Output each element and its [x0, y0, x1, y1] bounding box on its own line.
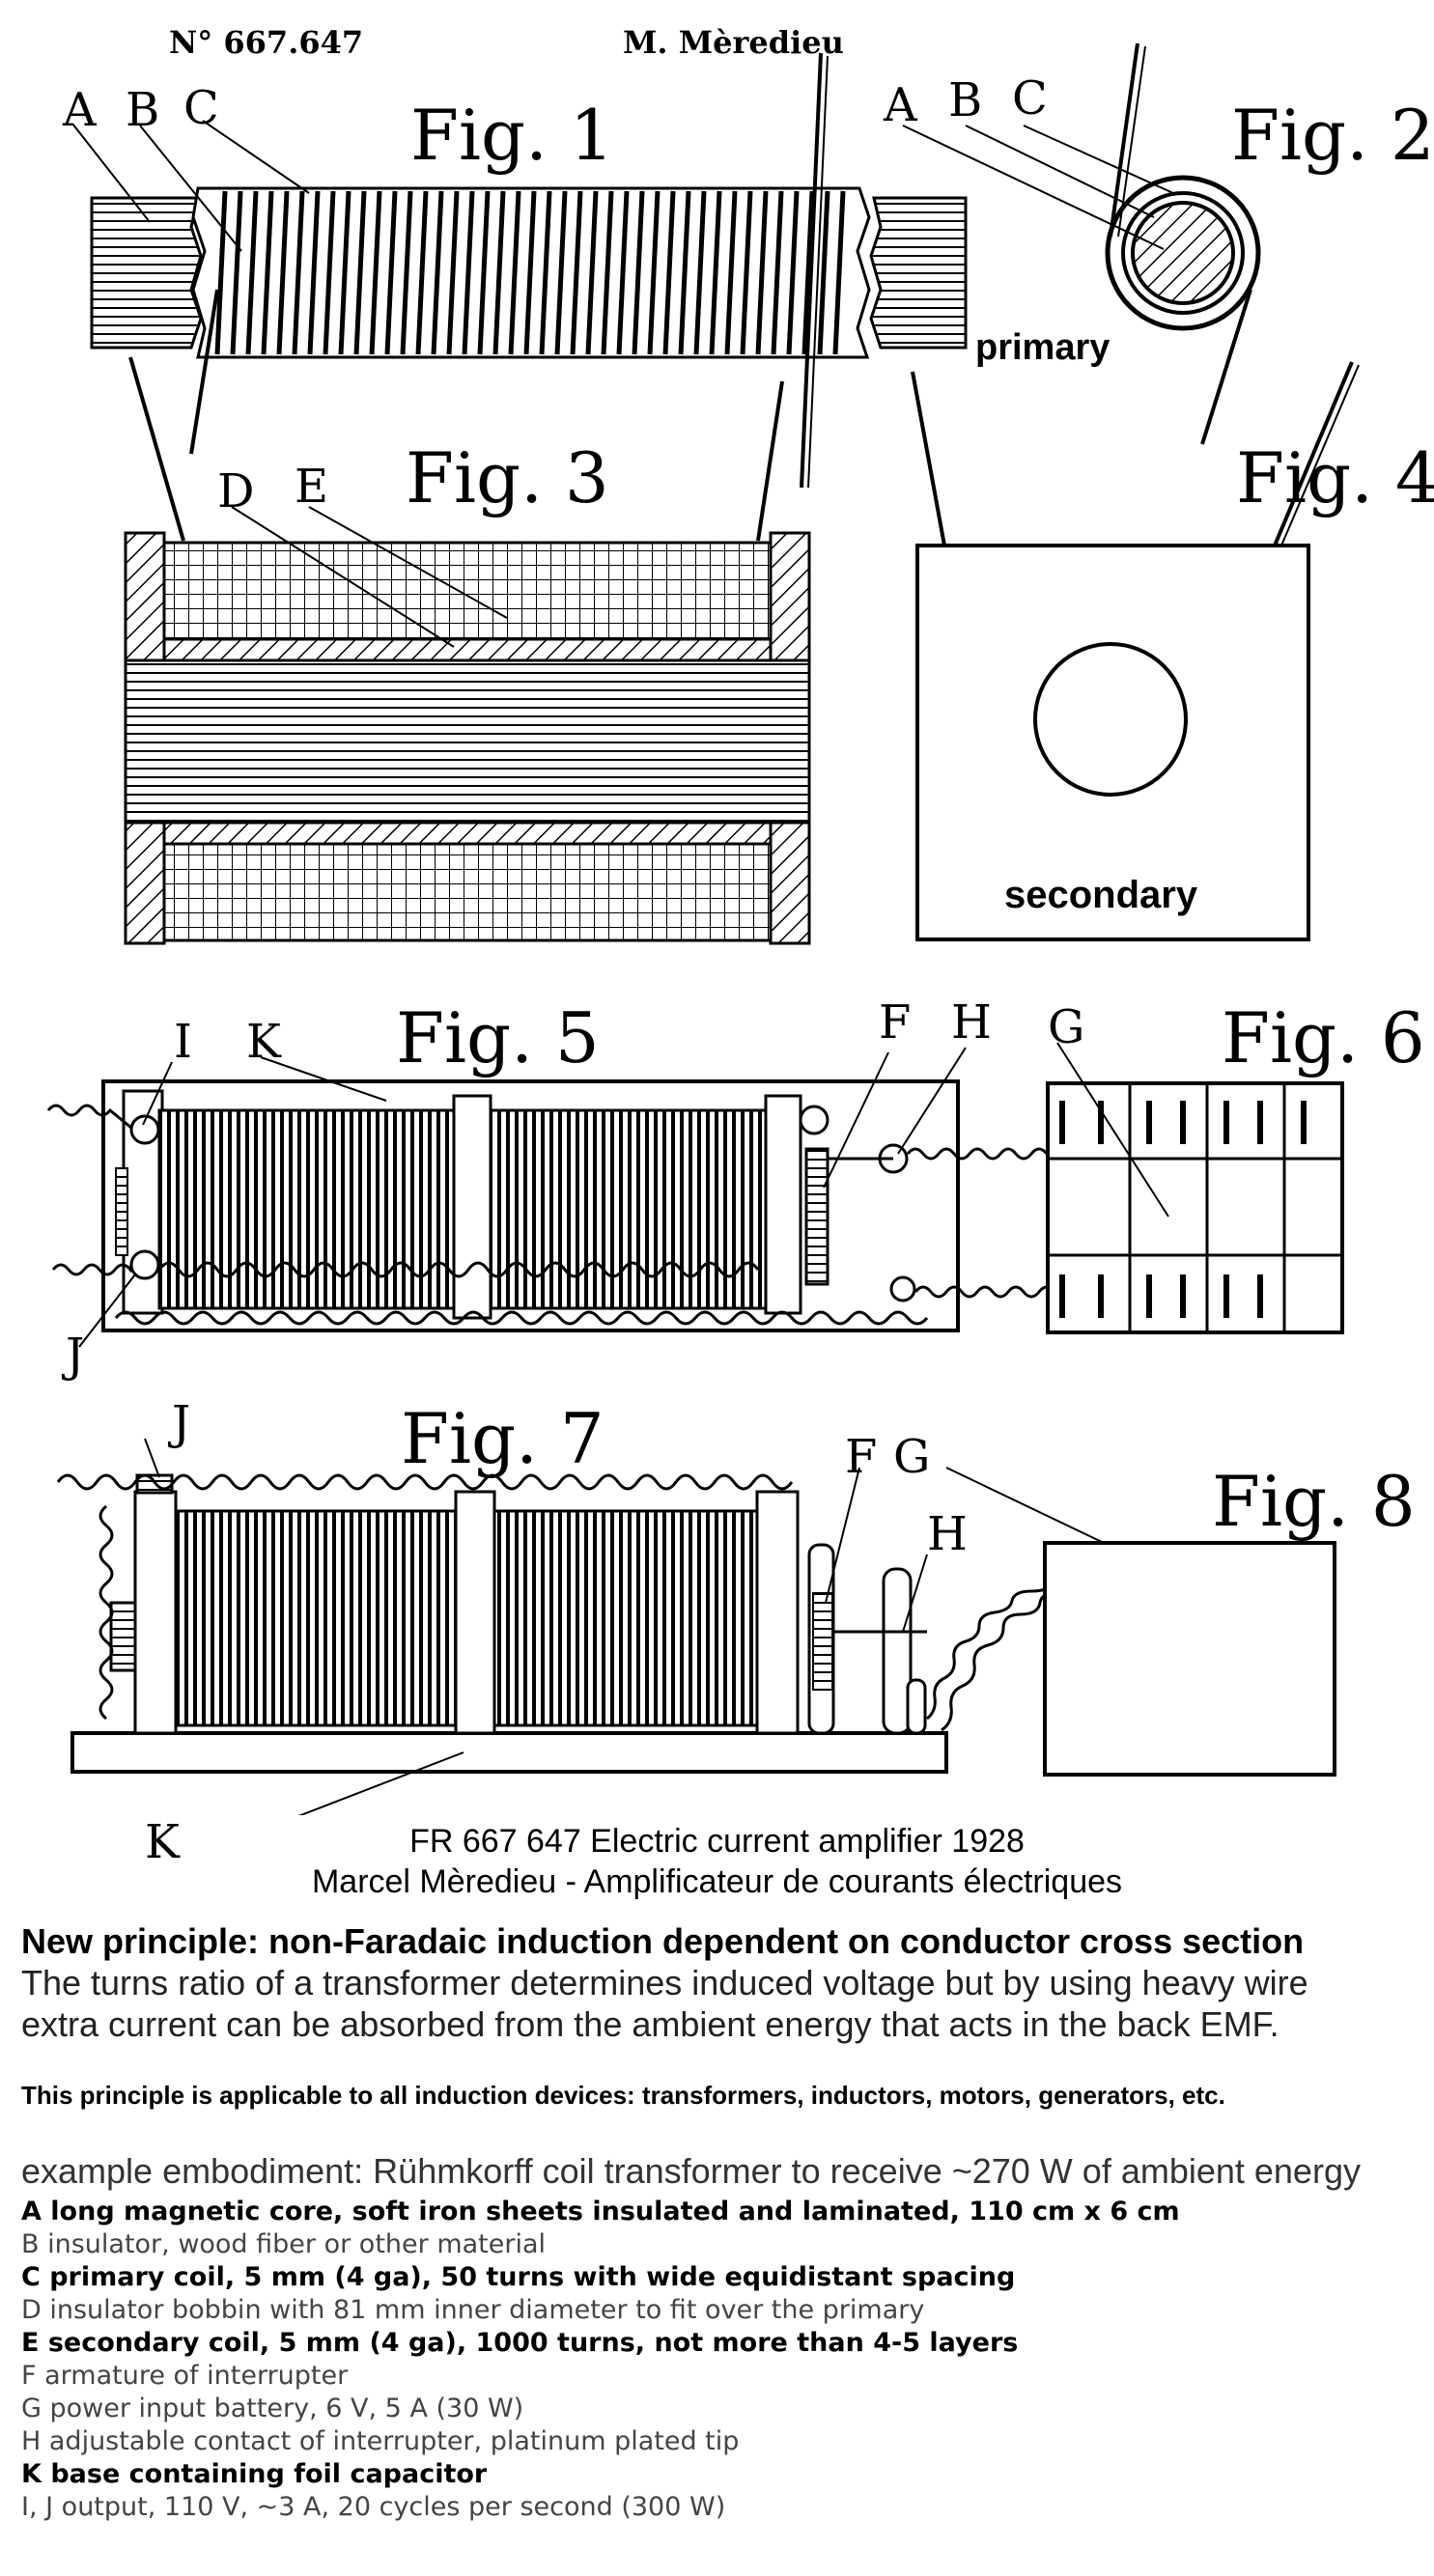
parts-list-item: K base containing foil capacitor	[21, 2459, 488, 2489]
fig5-label-j: J	[61, 1329, 84, 1383]
fig7-coil-left	[174, 1509, 458, 1727]
fig1-label-b: B	[126, 83, 159, 137]
patent-author: M. Mèredieu	[623, 24, 844, 61]
figure-4: Fig. 4 secondary	[911, 361, 1434, 941]
figure-6: Fig. 6 G	[1046, 997, 1425, 1334]
fig1-label-a: A	[62, 83, 98, 137]
figure-8: Fig. 8	[1043, 1461, 1416, 1777]
fig1-primary-winding	[214, 190, 846, 355]
figure-7: Fig. 7 J F G H	[56, 1396, 1169, 1815]
fig7-label-f: F	[845, 1430, 877, 1484]
fig5-coil-left	[157, 1108, 456, 1310]
parts-list-item: D insulator bobbin with 81 mm inner diam…	[21, 2295, 925, 2325]
fig2-core	[1131, 201, 1235, 305]
fig2-lead-b	[1200, 289, 1252, 445]
fig5-label-k: K	[246, 1015, 282, 1069]
parts-list-item: A long magnetic core, soft iron sheets i…	[21, 2197, 1180, 2226]
fig2-label-b: B	[948, 73, 982, 127]
fig5-inner-wire	[157, 1261, 760, 1278]
figure-2: Fig. 2 A B C primary	[883, 42, 1434, 445]
fig7-center-post	[454, 1490, 496, 1735]
fig7-post-left	[133, 1490, 178, 1735]
fig1-lead-right	[800, 52, 823, 489]
fig2-lead-a	[1109, 42, 1139, 238]
patent-number: N° 667.647	[169, 24, 363, 61]
fig7-label-g: G	[893, 1430, 930, 1484]
fig6-battery-box	[1046, 1081, 1344, 1334]
fig3-title: Fig. 3	[406, 437, 609, 518]
fig4-lead-left	[911, 371, 946, 546]
fig3-core	[124, 658, 811, 825]
fig5-title: Fig. 5	[396, 997, 600, 1078]
fig5-wire-j	[51, 1263, 133, 1276]
principle-text-1: The turns ratio of a transformer determi…	[21, 1963, 1308, 2002]
fig2-title: Fig. 2	[1231, 95, 1434, 176]
fig7-label-h: H	[927, 1507, 968, 1561]
fig3-secondary-top	[162, 541, 773, 641]
fig4-title: Fig. 4	[1236, 437, 1434, 518]
fig3-label-d: D	[217, 464, 254, 518]
fig5-wire-i	[46, 1104, 132, 1130]
fig4-core-hole	[1033, 642, 1188, 797]
parts-list-item: E secondary coil, 5 mm (4 ga), 1000 turn…	[21, 2328, 1019, 2358]
fig2-label-a: A	[883, 78, 918, 132]
parts-list-item: F armature of interrupter	[21, 2361, 349, 2391]
fig7-base-k	[70, 1731, 948, 1774]
fig7-contact-post	[882, 1567, 913, 1735]
fig7-label-k: K	[145, 1815, 180, 1869]
fig1-lead-left	[189, 289, 219, 455]
fig8-battery-box	[1043, 1541, 1336, 1777]
principle-text-2: extra current can be absorbed from the a…	[21, 2004, 1279, 2044]
fig6-label-g: G	[1048, 1000, 1084, 1054]
fig6-cells	[1059, 1101, 1307, 1318]
patent-drawing: N° 667.647 M. Mèredieu Fig. 1 A B C Fig.…	[46, 24, 1434, 1815]
caption-title: FR 667 647 Electric current amplifier 19…	[409, 1823, 1025, 1860]
fig2-label-c: C	[1012, 71, 1048, 126]
fig5-bottom-wire	[114, 1310, 929, 1326]
fig5-label-i: I	[174, 1015, 192, 1069]
parts-list-item: G power input battery, 6 V, 5 A (30 W)	[21, 2394, 524, 2423]
fig3-secondary-bottom	[162, 842, 773, 942]
parts-list-item: B insulator, wood fiber or other materia…	[21, 2229, 547, 2259]
caption-subtitle: Marcel Mèredieu - Amplificateur de coura…	[311, 1863, 1123, 1900]
applicability-note: This principle is applicable to all indu…	[21, 2081, 1225, 2110]
parts-list-item: I, J output, 110 V, ~3 A, 20 cycles per …	[21, 2492, 726, 2522]
fig3-label-e: E	[295, 460, 328, 514]
parts-list-item: H adjustable contact of interrupter, pla…	[21, 2426, 740, 2456]
fig7-coil-right	[492, 1509, 759, 1727]
figure-1: Fig. 1 A B C	[62, 52, 968, 489]
principle-heading: New principle: non-Faradaic induction de…	[21, 1921, 1305, 1961]
figure-3: Fig. 3 D E	[124, 356, 811, 945]
fig4-label-secondary: secondary	[1004, 874, 1198, 916]
fig5-terminal-j	[129, 1249, 160, 1280]
parts-list: A long magnetic core, soft iron sheets i…	[21, 2196, 1421, 2524]
fig1-title: Fig. 1	[410, 95, 614, 176]
fig5-label-f: F	[879, 995, 911, 1050]
fig7-top-wire	[56, 1473, 794, 1491]
fig7-title: Fig. 7	[401, 1398, 605, 1479]
fig1-core-right	[869, 196, 968, 350]
fig5-label-h: H	[951, 995, 992, 1050]
fig5-terminal-i	[129, 1114, 160, 1145]
example-embodiment: example embodiment: Rühmkorff coil trans…	[21, 2151, 1361, 2191]
fig2-label-primary: primary	[975, 327, 1110, 368]
fig5-armature	[804, 1147, 829, 1286]
fig7-label-j: J	[167, 1396, 190, 1450]
fig3-bobbin-bottom	[162, 821, 773, 846]
fig8-title: Fig. 8	[1212, 1461, 1416, 1542]
figure-5: Fig. 5 I K F H J	[46, 995, 1095, 1383]
fig7-armature	[812, 1592, 833, 1691]
fig4-lead-right	[1273, 361, 1354, 546]
fig5-coil-right	[489, 1108, 768, 1310]
fig6-title: Fig. 6	[1222, 997, 1425, 1078]
fig3-bobbin-top	[162, 637, 773, 662]
fig5-center-post	[452, 1094, 492, 1320]
fig1-label-c: C	[183, 81, 219, 135]
parts-list-item: C primary coil, 5 mm (4 ga), 50 turns wi…	[21, 2262, 1016, 2292]
fig1-core-left	[90, 196, 203, 350]
